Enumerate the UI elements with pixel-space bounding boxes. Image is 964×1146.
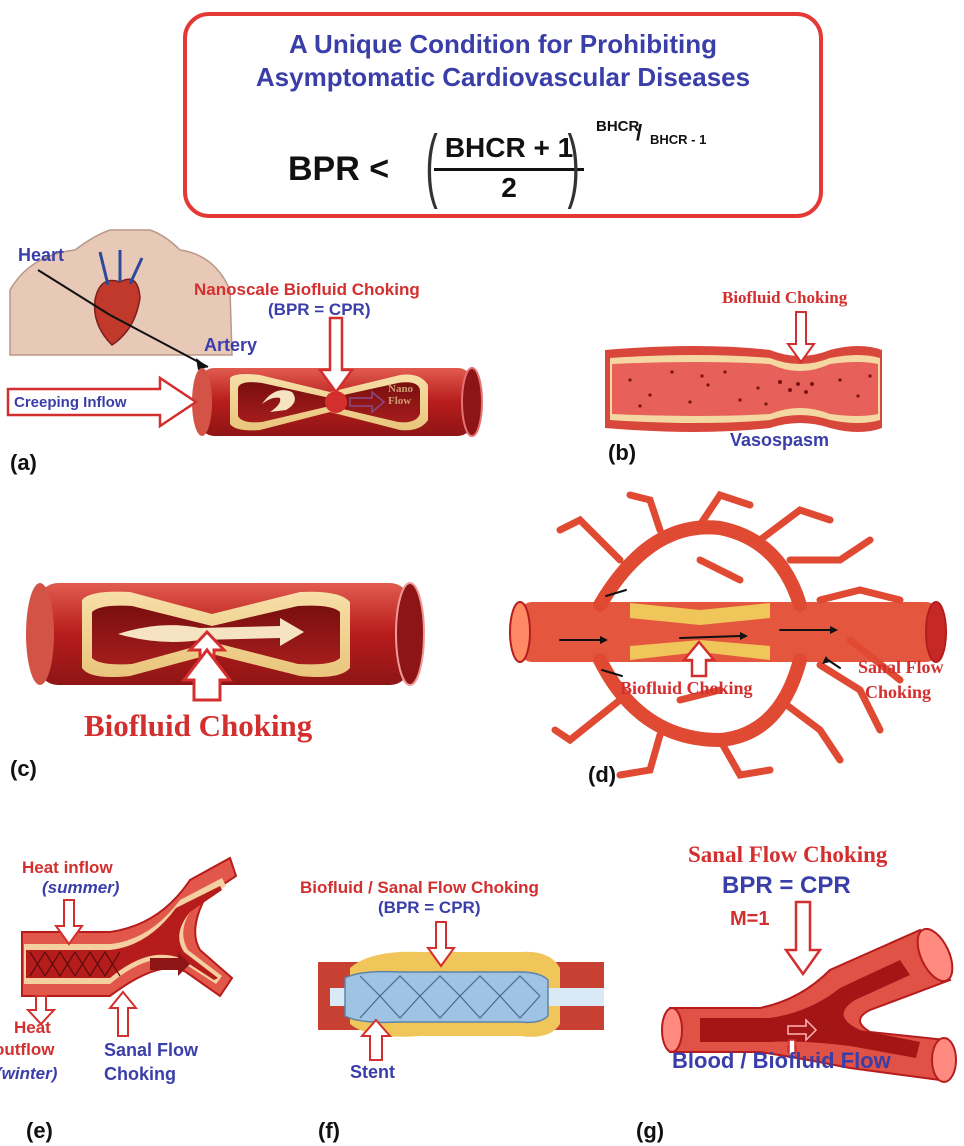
panel-f-graphic xyxy=(318,922,604,1060)
panel-e-tag: (e) xyxy=(26,1118,53,1144)
summer-label: (summer) xyxy=(42,878,119,898)
panel-c-tag: (c) xyxy=(10,756,37,782)
blood-biofluid-flow-label: Blood / Biofluid Flow xyxy=(672,1048,891,1074)
vasospasm-label: Vasospasm xyxy=(730,430,829,451)
heat-outflow-label-2: outflow xyxy=(0,1040,54,1060)
stent-label: Stent xyxy=(350,1062,395,1083)
sanal-flow-label-d-2: Choking xyxy=(865,682,931,703)
biofluid-choking-label-d: Biofluid Choking xyxy=(620,678,753,699)
panel-g-tag: (g) xyxy=(636,1118,664,1144)
artery-label: Artery xyxy=(204,335,257,356)
creeping-inflow-label: Creeping Inflow xyxy=(14,394,127,411)
biofluid-choking-label-c: Biofluid Choking xyxy=(84,708,312,744)
panel-a-tag: (a) xyxy=(10,450,37,476)
nanoscale-choking-label: Nanoscale Biofluid Choking xyxy=(194,280,420,300)
panel-b-graphic xyxy=(605,312,882,432)
panel-d-graphic xyxy=(510,495,946,775)
panel-c-graphic xyxy=(26,583,424,700)
sanal-flow-choking-label-g: Sanal Flow Choking xyxy=(688,842,887,868)
biofluid-choking-label-b: Biofluid Choking xyxy=(722,288,847,308)
sanal-flow-label-e-1: Sanal Flow xyxy=(104,1040,198,1061)
nano-flow-label: Nano Flow xyxy=(388,383,428,407)
winter-label: (winter) xyxy=(0,1064,57,1084)
heat-inflow-label: Heat inflow xyxy=(22,858,113,878)
biofluid-sanal-choking-label: Biofluid / Sanal Flow Choking xyxy=(300,878,539,898)
panel-d-tag: (d) xyxy=(588,762,616,788)
heart-label: Heart xyxy=(18,245,64,266)
bpr-cpr-label-g: BPR = CPR xyxy=(722,872,851,900)
panel-b-tag: (b) xyxy=(608,440,636,466)
sanal-flow-label-e-2: Choking xyxy=(104,1064,176,1085)
heat-outflow-label-1: Heat xyxy=(14,1018,51,1038)
choking-equation-f: (BPR = CPR) xyxy=(378,898,480,918)
sanal-flow-label-d-1: Sanal Flow xyxy=(858,657,944,678)
choking-equation-a: (BPR = CPR) xyxy=(268,300,370,320)
panel-f-tag: (f) xyxy=(318,1118,340,1144)
mach-one-label: M=1 xyxy=(730,908,769,931)
